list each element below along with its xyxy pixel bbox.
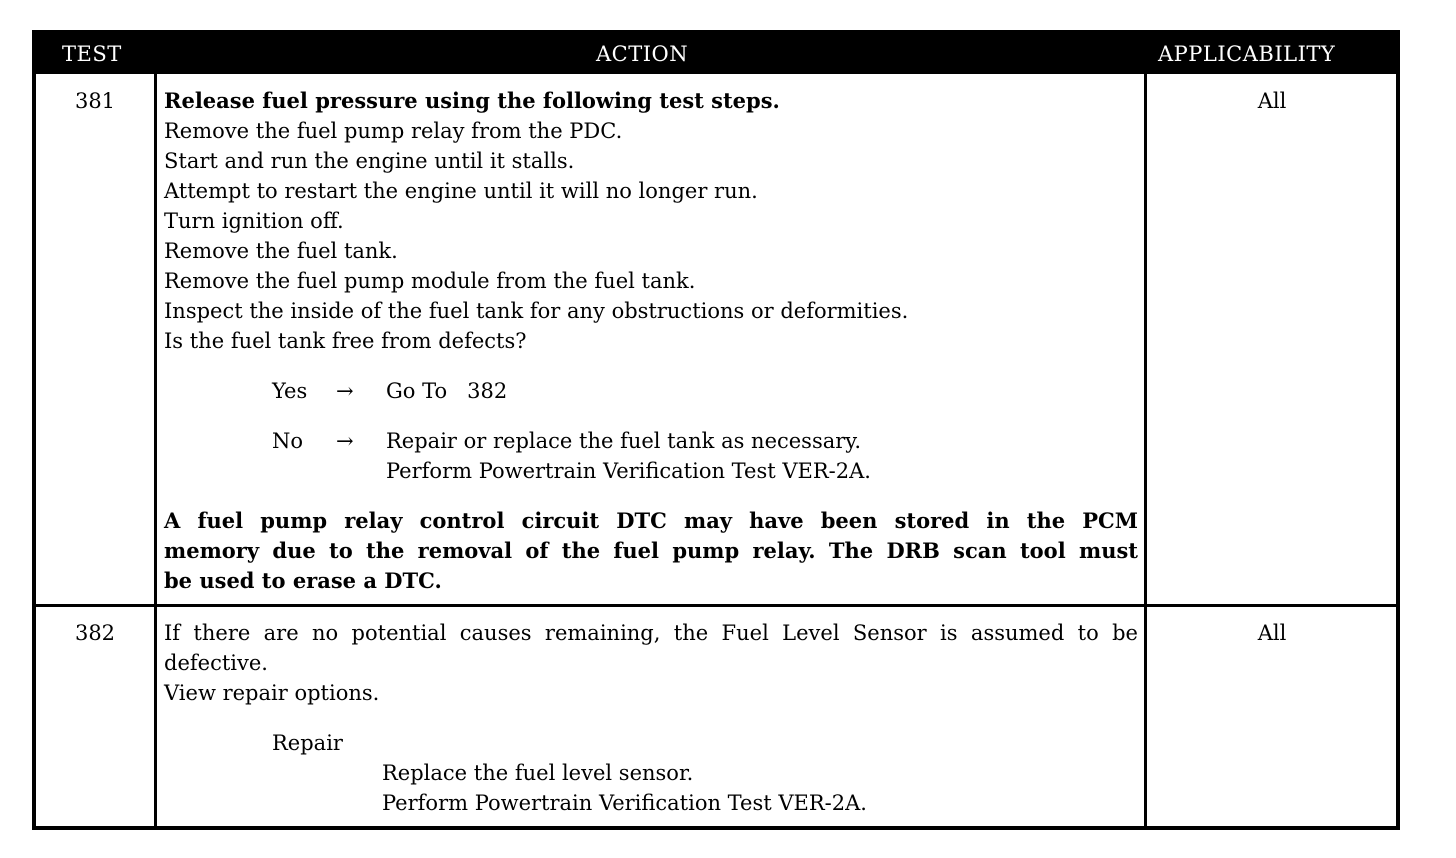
applicability-value: All [1257,621,1287,645]
header-action: ACTION [596,42,689,66]
column-divider [1144,34,1147,826]
note-line: A fuel pump relay control circuit DTC ma… [164,508,1138,533]
step-line: Remove the fuel tank. [164,239,398,263]
table-header: TEST ACTION APPLICABILITY [36,34,1396,74]
row-divider [36,604,1396,607]
test-number: 381 [74,89,116,113]
step-line: Inspect the inside of the fuel tank for … [164,299,909,323]
step-line: Turn ignition off. [164,209,344,233]
no-arrow-icon: → [336,429,354,453]
note-line: be used to erase a DTC. [164,568,442,593]
yes-goto: Go To 382 [386,379,508,403]
step-line: Remove the fuel pump module from the fue… [164,269,696,293]
step-line: Remove the fuel pump relay from the PDC. [164,119,623,143]
repair-line: Perform Powertrain Verification Test VER… [382,791,867,815]
yes-label: Yes [272,379,308,403]
repair-label: Repair [272,731,343,755]
header-test: TEST [62,42,122,66]
step-line: Start and run the engine until it stalls… [164,149,575,173]
no-label: No [272,429,304,453]
step-question: Is the fuel tank free from defects? [164,329,527,353]
no-action-line: Perform Powertrain Verification Test VER… [386,459,871,483]
no-action-line: Repair or replace the fuel tank as neces… [386,429,862,453]
action-line: If there are no potential causes remaini… [164,621,1138,645]
applicability-value: All [1257,89,1287,113]
repair-line: Replace the fuel level sensor. [382,761,694,785]
step-line: Attempt to restart the engine until it w… [164,179,758,203]
yes-arrow-icon: → [336,379,354,403]
test-number: 382 [74,621,116,645]
action-line: defective. [164,651,268,675]
step-title: Release fuel pressure using the followin… [164,88,780,113]
note-line: memory due to the removal of the fuel pu… [164,538,1138,563]
action-line: View repair options. [164,681,380,705]
header-applicability: APPLICABILITY [1158,42,1336,66]
column-divider [154,34,157,826]
diagnostic-table: TEST ACTION APPLICABILITY 381 All Releas… [32,30,1400,830]
